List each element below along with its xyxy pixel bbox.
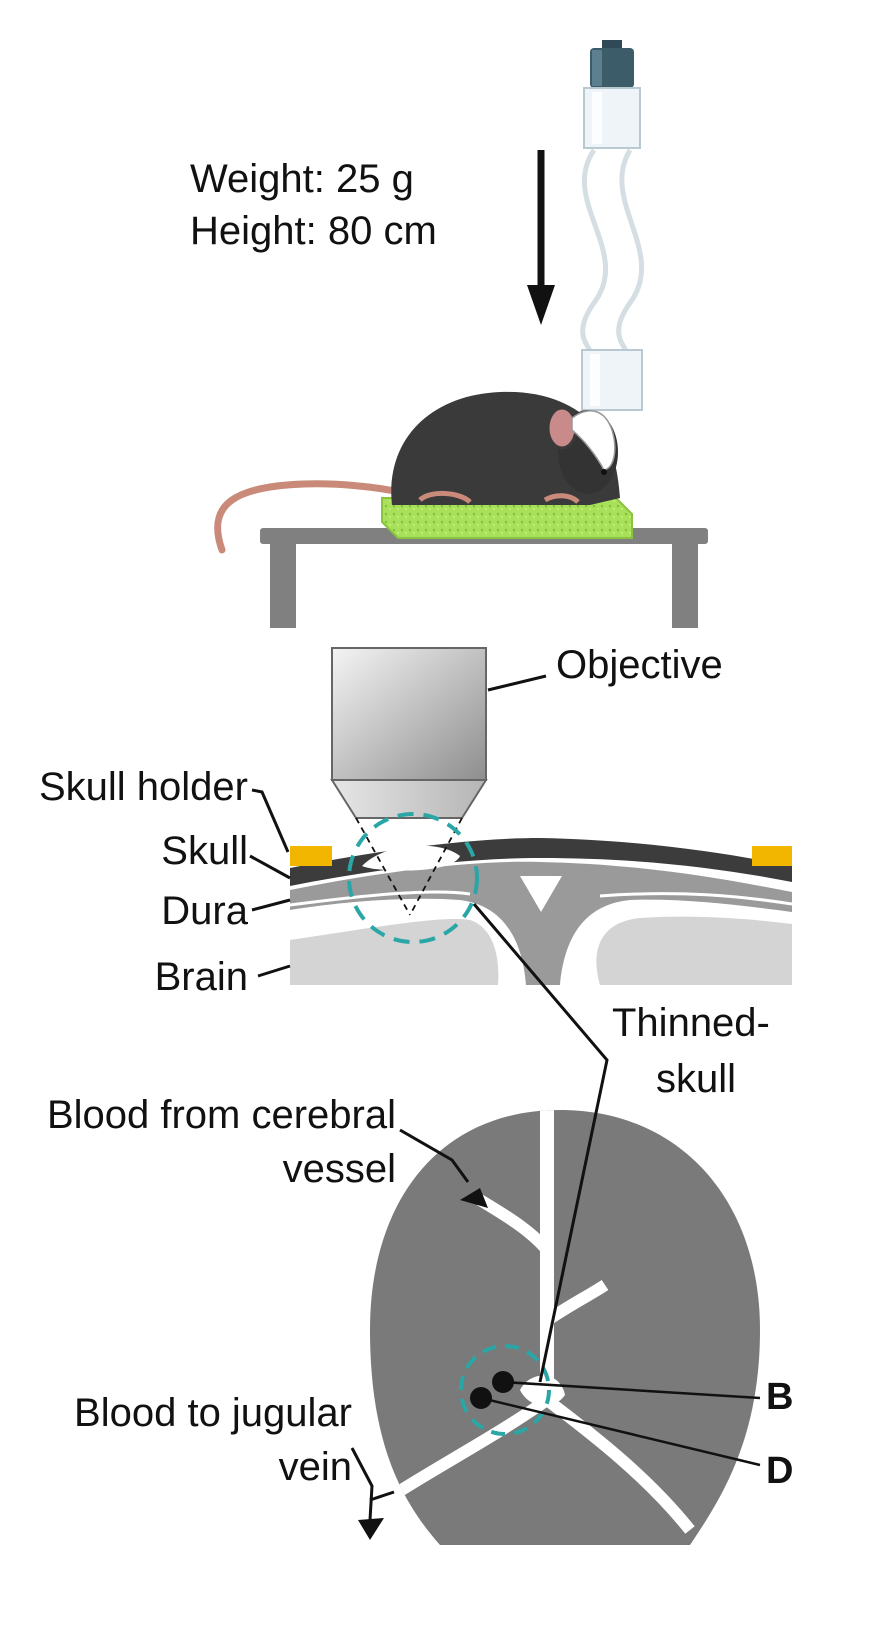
thinned-window [362,845,460,871]
weight-cap [602,40,622,50]
brain-surface [370,1110,760,1545]
brain-left [290,919,499,985]
thinned-skull-label-line1: Thinned- [612,1001,770,1045]
objective-body [331,647,487,781]
thinned-skull-label-line2: skull [656,1057,737,1101]
point-d-label: D [766,1450,794,1492]
mouse-eye [601,469,607,475]
weight-param: Weight: 25 g [190,157,414,201]
mouse-tail [214,480,404,554]
sinus [520,876,562,912]
head-cap [571,410,616,471]
height-param: Height: 80 cm [190,209,437,253]
brain-label: Brain [154,955,248,999]
thinned-skull-leader [472,903,609,1383]
blood-from-label-line1: Blood from cerebral [46,1093,396,1137]
drop-arrow-head [527,285,555,325]
blood-from-label-line2: vessel [282,1147,396,1191]
table-leg-left [270,544,296,628]
brain-top-view [370,1110,760,1545]
imaging-window-circle [347,812,479,944]
blood-to-label-line1: Blood to jugular [74,1391,352,1435]
skull-label: Skull [161,829,248,873]
blood-to-leader [350,1447,374,1521]
weight-drop-device [580,40,645,411]
point-b-label: B [766,1376,794,1418]
blood-from-leader [399,1128,470,1183]
skull-holder-left [290,846,332,866]
objective-label: Objective [556,643,723,687]
brain-right [596,916,792,985]
table-leg-right [672,544,698,628]
guide-tube [580,148,645,353]
blood-to-label-line2: vein [278,1445,352,1489]
dura-label: Dura [161,889,248,933]
blood-to-arrowhead [358,1518,384,1540]
skull-holder-right [752,846,792,866]
imaging-site-circle [459,1344,551,1436]
mouse-setup [214,391,708,628]
cross-section [289,647,793,985]
skull-holder-label: Skull holder [38,765,248,809]
